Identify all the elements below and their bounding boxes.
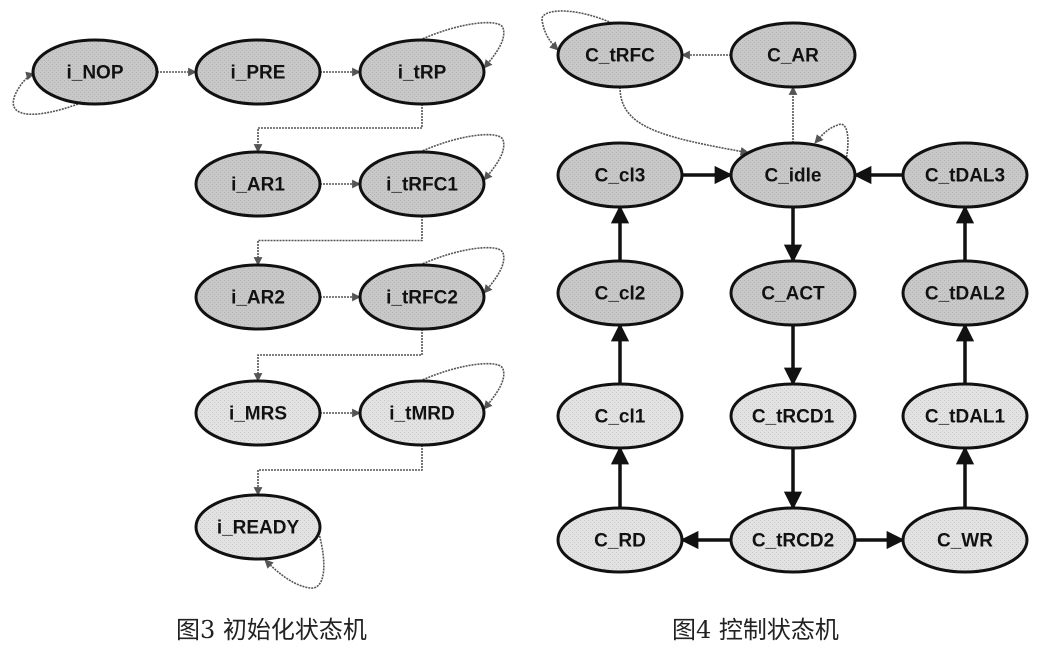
- state-texture: [198, 497, 318, 557]
- state-node-C_tRCD2: C_tRCD2: [729, 506, 857, 574]
- state-node-C_tDAL1: C_tDAL1: [901, 382, 1029, 450]
- state-node-C_tDAL2: C_tDAL2: [901, 259, 1029, 327]
- state-node-C_AR: C_AR: [729, 21, 857, 89]
- state-texture: [733, 145, 853, 205]
- state-texture: [905, 263, 1025, 323]
- state-texture: [362, 154, 482, 214]
- state-texture: [560, 25, 680, 85]
- state-label: C_cl3: [595, 166, 646, 187]
- state-node-i_PRE: i_PRE: [194, 38, 322, 106]
- state-label: i_MRS: [229, 404, 287, 425]
- state-texture: [362, 383, 482, 443]
- state-label: i_PRE: [231, 63, 286, 84]
- state-label: C_WR: [937, 531, 993, 552]
- edge-i_tRP-to-i_tRP: [419, 21, 505, 69]
- edge-i_tRFC1-to-i_AR2: [253, 216, 423, 266]
- edge-C_tRFC-to-C_idle: [619, 86, 750, 156]
- state-node-i_tRFC1: i_tRFC1: [358, 150, 486, 218]
- fig4-edges: [541, 10, 975, 550]
- state-texture: [905, 510, 1025, 570]
- edge-i_tRP-to-i_AR1: [253, 104, 423, 153]
- figure-4-caption: 图4 控制状态机: [672, 616, 839, 644]
- state-node-C_cl1: C_cl1: [556, 382, 684, 450]
- edge-C_idle-to-C_idle: [814, 123, 849, 161]
- state-texture: [905, 386, 1025, 446]
- state-label: i_tMRD: [389, 404, 454, 425]
- state-label: i_AR2: [231, 288, 285, 309]
- state-texture: [362, 267, 482, 327]
- state-label: C_AR: [767, 46, 819, 67]
- state-texture: [560, 510, 680, 570]
- edge-i_tMRD-to-i_tMRD: [419, 362, 505, 410]
- state-label: C_tRCD2: [752, 531, 834, 552]
- state-node-C_tRFC: C_tRFC: [556, 21, 684, 89]
- state-node-i_MRS: i_MRS: [194, 379, 322, 447]
- state-node-C_cl3: C_cl3: [556, 141, 684, 209]
- state-label: i_NOP: [66, 63, 123, 84]
- state-texture: [198, 42, 318, 102]
- state-label: C_cl2: [595, 284, 646, 305]
- state-label: C_RD: [594, 531, 646, 552]
- state-label: i_READY: [217, 518, 300, 539]
- state-label: C_idle: [764, 166, 821, 187]
- state-node-i_tRP: i_tRP: [358, 38, 486, 106]
- state-node-C_idle: C_idle: [729, 141, 857, 209]
- state-texture: [733, 386, 853, 446]
- state-node-i_READY: i_READY: [194, 493, 322, 561]
- state-texture: [198, 154, 318, 214]
- state-node-C_ACT: C_ACT: [729, 259, 857, 327]
- edge-i_tMRD-to-i_READY: [253, 445, 423, 496]
- state-node-C_cl2: C_cl2: [556, 259, 684, 327]
- state-node-C_tDAL3: C_tDAL3: [901, 141, 1029, 209]
- state-node-C_tRCD1: C_tRCD1: [729, 382, 857, 450]
- state-label: C_tRFC: [585, 46, 655, 67]
- state-label: C_ACT: [761, 284, 825, 305]
- state-texture: [905, 145, 1025, 205]
- state-texture: [560, 386, 680, 446]
- state-label: C_tDAL1: [925, 407, 1006, 428]
- edge-i_tRFC2-to-i_MRS: [253, 329, 423, 382]
- state-texture: [198, 267, 318, 327]
- state-texture: [560, 263, 680, 323]
- edge-i_tRFC1-to-i_tRFC1: [419, 133, 505, 181]
- edge-i_tRFC2-to-i_tRFC2: [419, 246, 505, 294]
- state-label: C_tDAL2: [925, 284, 1005, 305]
- state-node-C_WR: C_WR: [901, 506, 1029, 574]
- state-node-i_NOP: i_NOP: [31, 38, 159, 106]
- state-texture: [733, 263, 853, 323]
- state-node-i_AR1: i_AR1: [194, 150, 322, 218]
- state-texture: [733, 510, 853, 570]
- state-label: C_tRCD1: [752, 407, 835, 428]
- state-texture: [35, 42, 155, 102]
- edge-C_tRFC-to-C_tRFC: [541, 10, 613, 51]
- state-label: i_tRFC1: [386, 175, 458, 196]
- edge-i_NOP-to-i_NOP: [12, 71, 79, 116]
- fig3-nodes: i_NOP i_PRE i_tRP i_AR1 i_tRFC1 i_AR2 i_tRFC2i…: [31, 38, 486, 561]
- state-node-i_tMRD: i_tMRD: [358, 379, 486, 447]
- state-texture: [198, 383, 318, 443]
- edge-i_READY-to-i_READY: [264, 529, 325, 589]
- state-texture: [733, 25, 853, 85]
- state-texture: [560, 145, 680, 205]
- state-label: C_cl1: [595, 407, 646, 428]
- state-node-C_RD: C_RD: [556, 506, 684, 574]
- state-label: C_tDAL3: [925, 166, 1005, 187]
- figure-3-caption: 图3 初始化状态机: [176, 616, 367, 644]
- state-label: i_tRP: [398, 63, 447, 84]
- state-texture: [362, 42, 482, 102]
- fig3-edges: [12, 21, 505, 589]
- state-node-i_AR2: i_AR2: [194, 263, 322, 331]
- state-label: i_AR1: [231, 175, 285, 196]
- state-node-i_tRFC2: i_tRFC2: [358, 263, 486, 331]
- state-label: i_tRFC2: [386, 288, 458, 309]
